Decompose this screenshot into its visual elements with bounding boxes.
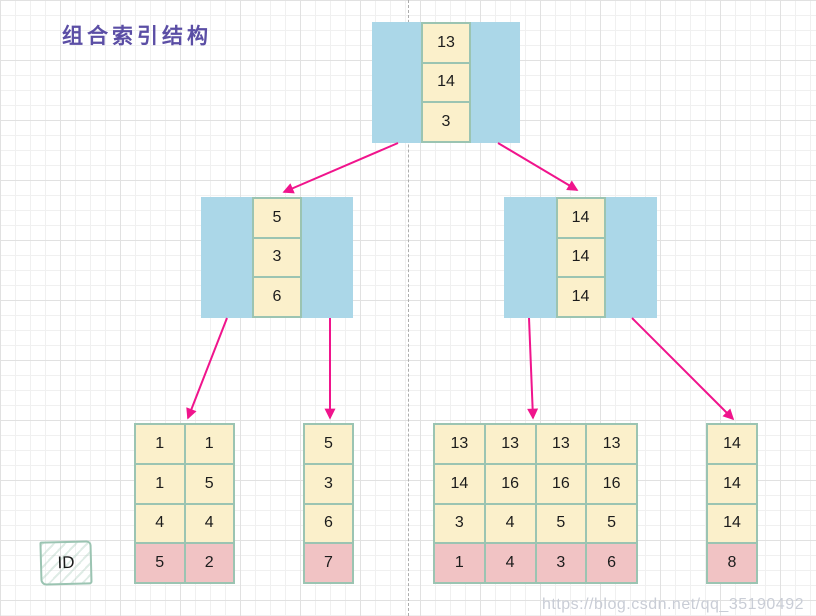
arrow-right-child-to-leaf-3 xyxy=(527,317,539,420)
leaf-cell: 14 xyxy=(435,464,484,503)
leaf-table-2: 5 3 6 7 xyxy=(303,423,354,584)
key-cell: 5 xyxy=(254,199,300,237)
key-cell: 3 xyxy=(423,103,469,141)
root-key-column: 13 14 3 xyxy=(421,22,471,143)
root-node: 13 14 3 xyxy=(372,22,520,143)
right-key-column: 14 14 14 xyxy=(555,197,606,318)
leaf-cell: 5 xyxy=(185,464,233,503)
leaf-cell: 14 xyxy=(708,464,756,503)
leaf-id-cell: 3 xyxy=(536,544,586,582)
key-cell: 14 xyxy=(423,63,469,102)
key-cell: 6 xyxy=(254,278,300,316)
dashed-divider-line xyxy=(408,0,409,616)
leaf-cell: 16 xyxy=(536,464,586,503)
leaf-cell: 3 xyxy=(435,504,484,543)
diagram-title: 组合索引结构 xyxy=(62,25,212,48)
leaf-cell: 16 xyxy=(485,464,535,503)
arrow-root-to-left-child xyxy=(282,142,399,194)
leaf-id-cell: 1 xyxy=(435,544,484,582)
leaf-table-4: 14 14 14 8 xyxy=(706,423,758,584)
arrow-left-child-to-leaf-1 xyxy=(186,317,228,420)
watermark-text: https://blog.csdn.net/qq_35190492 xyxy=(541,596,804,613)
leaf-table-1: 1 1 1 5 4 4 5 2 xyxy=(134,423,235,584)
leaf-id-cell: 5 xyxy=(136,544,184,582)
leaf-cell: 16 xyxy=(587,464,636,503)
leaf-id-cell: 2 xyxy=(185,544,233,582)
leaf-id-cell: 7 xyxy=(305,544,352,582)
leaf-id-cell: 4 xyxy=(485,544,535,582)
leaf-cell: 1 xyxy=(185,425,233,463)
leaf-id-cell: 8 xyxy=(708,544,756,582)
key-cell: 14 xyxy=(557,278,604,316)
leaf-cell: 4 xyxy=(136,504,184,543)
leaf-cell: 3 xyxy=(305,464,352,503)
leaf-cell: 5 xyxy=(536,504,586,543)
key-cell: 13 xyxy=(423,24,469,62)
leaf-cell: 1 xyxy=(136,425,184,463)
leaf-id-cell: 6 xyxy=(587,544,636,582)
leaf-cell: 1 xyxy=(136,464,184,503)
leaf-cell: 14 xyxy=(708,504,756,543)
key-cell: 14 xyxy=(557,199,604,237)
key-cell: 14 xyxy=(557,238,604,277)
id-legend-label: ID xyxy=(57,552,75,573)
leaf-cell: 13 xyxy=(485,425,535,463)
leaf-cell: 13 xyxy=(587,425,636,463)
leaf-cell: 5 xyxy=(587,504,636,543)
leaf-cell: 14 xyxy=(708,425,756,463)
leaf-cell: 13 xyxy=(435,425,484,463)
leaf-cell: 4 xyxy=(485,504,535,543)
leaf-cell: 6 xyxy=(305,504,352,543)
arrow-right-child-to-leaf-4 xyxy=(631,317,735,421)
left-internal-node: 5 3 6 xyxy=(201,197,353,318)
arrow-root-to-right-child xyxy=(497,142,579,191)
right-internal-node: 14 14 14 xyxy=(504,197,657,318)
id-legend-box: ID xyxy=(39,540,93,586)
leaf-cell: 5 xyxy=(305,425,352,463)
key-cell: 3 xyxy=(254,238,300,277)
leaf-cell: 4 xyxy=(185,504,233,543)
leaf-cell: 13 xyxy=(536,425,586,463)
left-key-column: 5 3 6 xyxy=(252,197,302,318)
leaf-table-3: 13 13 13 13 14 16 16 16 3 4 5 5 1 4 3 6 xyxy=(433,423,638,584)
